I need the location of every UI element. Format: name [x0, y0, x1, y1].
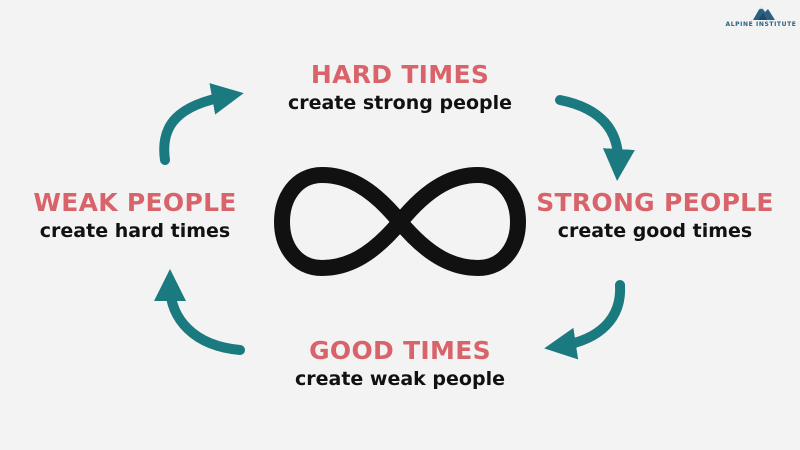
node-subtext: create strong people [287, 92, 513, 114]
node-heading: STRONG PEOPLE [536, 188, 774, 217]
node-subtext: create good times [557, 220, 753, 242]
node-good-times: GOOD TIMES create weak people [250, 336, 550, 392]
node-heading: HARD TIMES [310, 60, 490, 89]
node-subtext: create hard times [39, 220, 231, 242]
arrow-good-to-weak [154, 269, 245, 355]
infinity-icon [274, 167, 526, 276]
node-weak-people: WEAK PEOPLE create hard times [15, 188, 255, 244]
arrow-hard-to-strong [555, 95, 635, 181]
logo-text: ALPINE INSTITUTE [725, 21, 797, 28]
arrow-strong-to-good [544, 280, 626, 360]
alpine-institute-logo: ALPINE INSTITUTE [725, 2, 797, 32]
node-hard-times: HARD TIMES create strong people [250, 60, 550, 116]
arrow-weak-to-hard [159, 83, 244, 165]
node-heading: WEAK PEOPLE [33, 188, 237, 217]
mountain-icon [753, 6, 775, 20]
node-heading: GOOD TIMES [309, 336, 491, 365]
node-strong-people: STRONG PEOPLE create good times [525, 188, 785, 244]
node-subtext: create weak people [295, 368, 505, 390]
